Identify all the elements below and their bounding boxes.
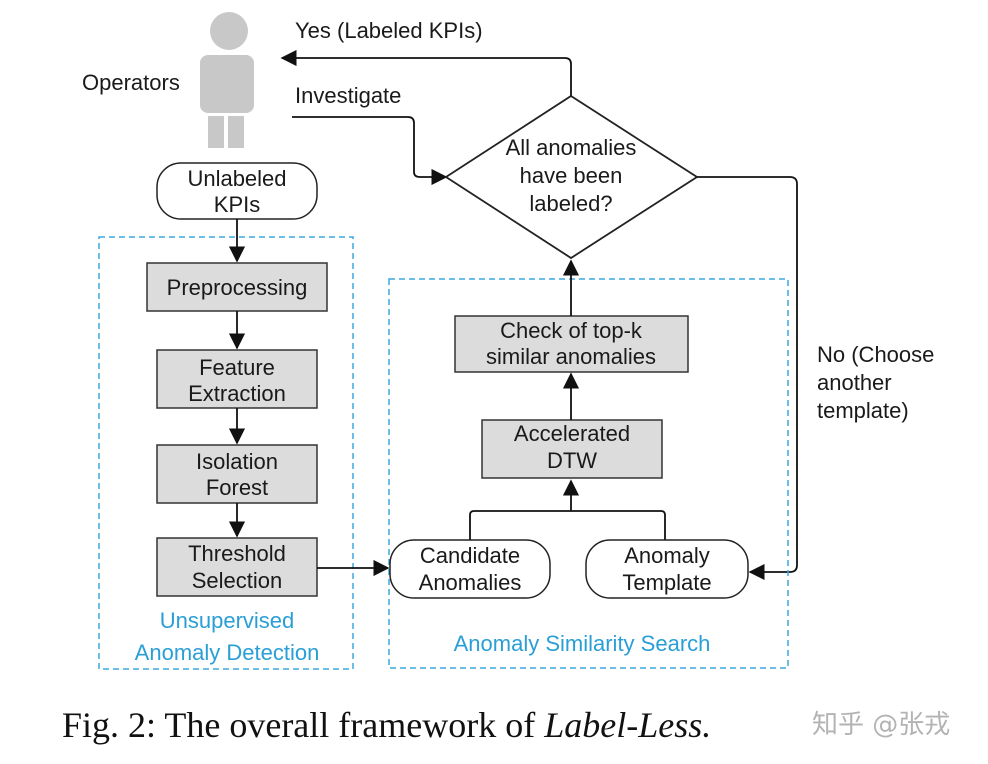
unlabeled-kpis-line1: Unlabeled bbox=[187, 166, 286, 191]
figure-caption: Fig. 2: The overall framework of Label-L… bbox=[62, 705, 711, 745]
accelerated-dtw-line2: DTW bbox=[547, 448, 597, 473]
accelerated-dtw-line1: Accelerated bbox=[514, 421, 630, 446]
preprocessing-label: Preprocessing bbox=[167, 275, 308, 300]
candidate-anomalies-box bbox=[389, 539, 551, 599]
caption-prefix: Fig. 2: The overall framework of bbox=[62, 705, 544, 745]
preprocessing-box bbox=[146, 262, 328, 312]
yes-arrow bbox=[280, 49, 572, 96]
similarity-search-group bbox=[388, 278, 789, 669]
operators-label: Operators bbox=[82, 70, 180, 95]
anomaly-template-line2: Template bbox=[622, 570, 711, 595]
investigate-arrow bbox=[292, 116, 448, 186]
feature-extraction-line2: Extraction bbox=[188, 381, 286, 406]
accelerated-dtw-box bbox=[481, 419, 663, 479]
watermark: 知乎 @张戎 bbox=[812, 710, 950, 740]
decision-text-line3: labeled? bbox=[529, 191, 612, 216]
check-topk-line1: Check of top-k bbox=[500, 318, 643, 343]
unlabeled-kpis-line2: KPIs bbox=[214, 192, 260, 217]
threshold-selection-line1: Threshold bbox=[188, 541, 286, 566]
unsupervised-detection-group bbox=[98, 236, 354, 670]
anomaly-template-line1: Anomaly bbox=[624, 543, 710, 568]
decision-text-line1: All anomalies bbox=[506, 135, 637, 160]
no-label-line1: No (Choose bbox=[817, 342, 934, 367]
decision-text-line2: have been bbox=[520, 163, 623, 188]
unsupervised-label-line1: Unsupervised bbox=[160, 608, 295, 633]
check-topk-box bbox=[454, 315, 689, 373]
investigate-label: Investigate bbox=[295, 83, 401, 108]
anomaly-template-box bbox=[585, 539, 749, 599]
operator-person-icon bbox=[200, 12, 254, 148]
candidate-anomalies-line1: Candidate bbox=[420, 543, 520, 568]
unsupervised-label-line2: Anomaly Detection bbox=[135, 640, 320, 665]
branch-connector bbox=[469, 510, 666, 540]
no-arrow bbox=[697, 176, 798, 581]
threshold-selection-box bbox=[156, 537, 318, 597]
similarity-search-label: Anomaly Similarity Search bbox=[454, 631, 711, 656]
candidate-anomalies-line2: Anomalies bbox=[419, 570, 522, 595]
decision-diamond bbox=[444, 94, 699, 260]
check-topk-line2: similar anomalies bbox=[486, 344, 656, 369]
feature-extraction-line1: Feature bbox=[199, 355, 275, 380]
isolation-forest-line1: Isolation bbox=[196, 449, 278, 474]
yes-labeled-kpis-label: Yes (Labeled KPIs) bbox=[295, 18, 483, 43]
no-label-line2: another bbox=[817, 370, 892, 395]
caption-italic: Label-Less. bbox=[543, 705, 711, 745]
threshold-selection-line2: Selection bbox=[192, 568, 283, 593]
no-label-line3: template) bbox=[817, 398, 909, 423]
isolation-forest-line2: Forest bbox=[206, 475, 268, 500]
